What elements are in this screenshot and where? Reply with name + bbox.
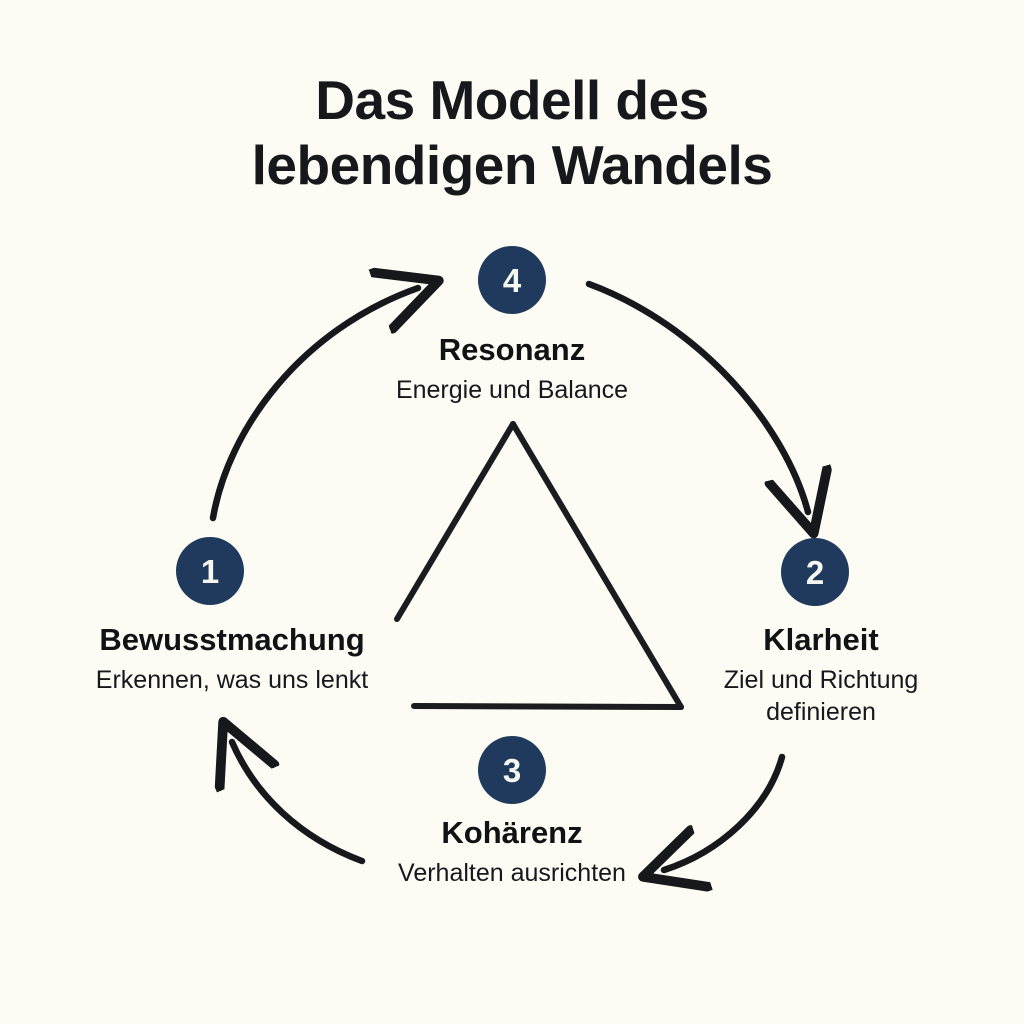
node-subtitle-2: Ziel und Richtung definieren — [621, 664, 1021, 729]
node-badge-2[interactable]: 2 — [781, 538, 849, 606]
node-title-2: Klarheit — [763, 622, 879, 657]
node-subtitle-4-line-1: Energie und Balance — [395, 375, 629, 404]
node-badge-1[interactable]: 1 — [176, 537, 244, 605]
node-subtitle-3-line-1: Verhalten ausrichten — [398, 858, 626, 887]
node-label-3: Kohärenz Verhalten ausrichten — [312, 815, 712, 889]
node-badge-3[interactable]: 3 — [478, 736, 546, 804]
central-triangle — [394, 421, 684, 710]
page-title-line-1: Das Modell des — [315, 69, 709, 131]
node-badge-4-number: 4 — [502, 261, 522, 299]
node-subtitle-2-line-2: definieren — [766, 698, 876, 727]
node-badge-4[interactable]: 4 — [478, 246, 546, 314]
node-subtitle-3: Verhalten ausrichten — [312, 857, 712, 890]
page-title-line-2: lebendigen Wandels — [251, 133, 773, 196]
arrow-3-to-1 — [232, 742, 366, 865]
arrow-4-to-2 — [585, 280, 808, 512]
node-badge-3-number: 3 — [502, 751, 522, 789]
node-badge-2-number: 2 — [805, 553, 825, 591]
node-badge-1-number: 1 — [200, 552, 220, 590]
node-subtitle-2-line-1: Ziel und Richtung — [723, 665, 919, 694]
page-title: Das Modell des lebendigen Wandels — [0, 68, 1024, 198]
node-title-3: Kohärenz — [441, 815, 583, 850]
node-label-4: Resonanz Energie und Balance — [312, 332, 712, 406]
arrow-1-to-4 — [209, 288, 418, 522]
node-label-2: Klarheit Ziel und Richtung definieren — [621, 622, 1021, 729]
node-subtitle-4: Energie und Balance — [312, 374, 712, 407]
node-subtitle-1-line-1: Erkennen, was uns lenkt — [95, 665, 369, 694]
node-label-1: Bewusstmachung Erkennen, was uns lenkt — [32, 622, 432, 696]
node-subtitle-1: Erkennen, was uns lenkt — [32, 664, 432, 697]
node-title-4: Resonanz — [438, 332, 586, 367]
node-title-1: Bewusstmachung — [99, 622, 365, 657]
arrow-2-to-3 — [664, 753, 786, 870]
